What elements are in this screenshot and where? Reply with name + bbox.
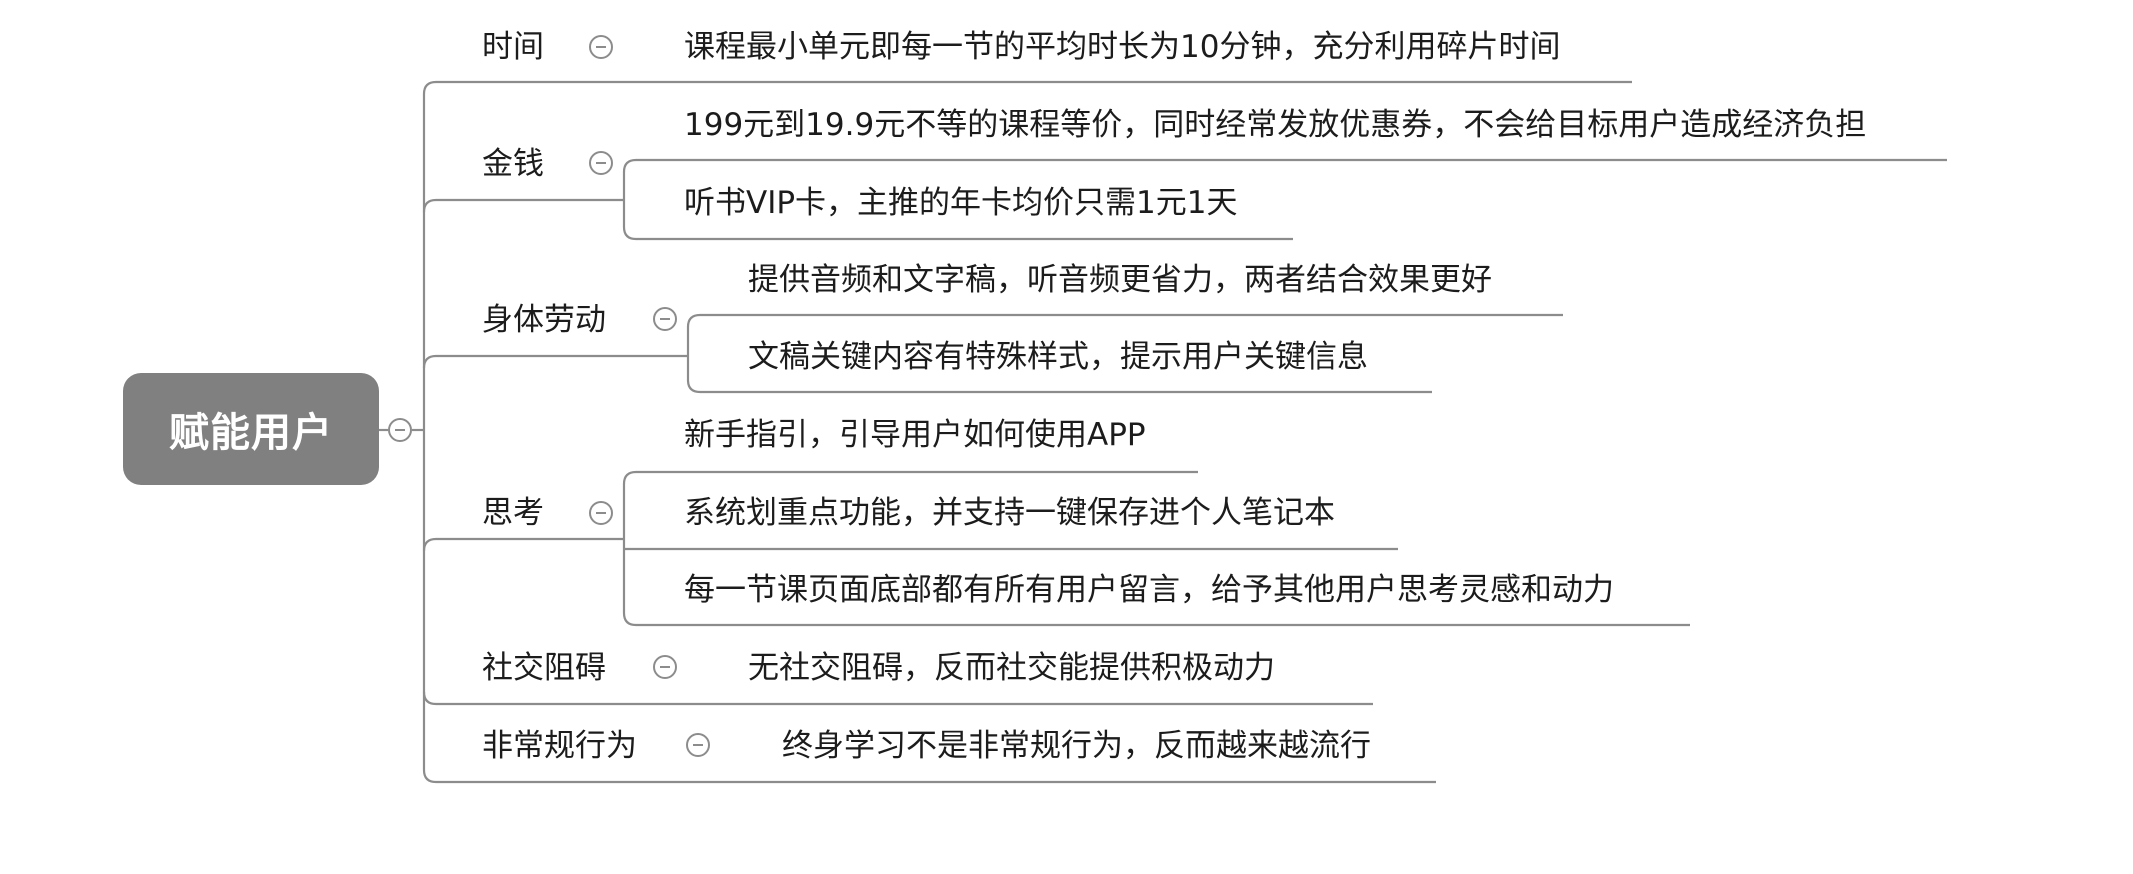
branch-label-thinking[interactable]: 思考 (482, 495, 544, 531)
collapse-minus-icon[interactable] (589, 501, 613, 525)
leaf-label[interactable]: 课程最小单元即每一节的平均时长为10分钟，充分利用碎片时间 (684, 29, 1561, 65)
branch-label-time[interactable]: 时间 (482, 29, 544, 65)
leaf-label[interactable]: 提供音频和文字稿，听音频更省力，两者结合效果更好 (748, 262, 1492, 298)
branch-label-social-barrier[interactable]: 社交阻碍 (482, 650, 606, 686)
leaf-label[interactable]: 每一节课页面底部都有所有用户留言，给予其他用户思考灵感和动力 (684, 572, 1614, 608)
root-node[interactable]: 赋能用户 (123, 373, 379, 485)
leaf-label[interactable]: 文稿关键内容有特殊样式，提示用户关键信息 (748, 339, 1368, 375)
leaf-label[interactable]: 无社交阻碍，反而社交能提供积极动力 (748, 650, 1275, 686)
branch-label-physical-effort[interactable]: 身体劳动 (482, 302, 606, 338)
collapse-minus-icon[interactable] (388, 418, 412, 442)
branch-label-unconventional-behavior[interactable]: 非常规行为 (482, 728, 637, 764)
collapse-minus-icon[interactable] (589, 35, 613, 59)
leaf-label[interactable]: 199元到19.9元不等的课程等价，同时经常发放优惠券，不会给目标用户造成经济负… (684, 107, 1867, 143)
leaf-label[interactable]: 系统划重点功能，并支持一键保存进个人笔记本 (684, 495, 1335, 531)
leaf-label[interactable]: 听书VIP卡，主推的年卡均价只需1元1天 (684, 185, 1238, 221)
collapse-minus-icon[interactable] (686, 733, 710, 757)
root-label: 赋能用户 (169, 410, 333, 456)
collapse-minus-icon[interactable] (653, 307, 677, 331)
branch-label-money[interactable]: 金钱 (482, 146, 544, 182)
collapse-minus-icon[interactable] (653, 655, 677, 679)
collapse-minus-icon[interactable] (589, 151, 613, 175)
leaf-label[interactable]: 新手指引，引导用户如何使用APP (684, 417, 1146, 453)
leaf-label[interactable]: 终身学习不是非常规行为，反而越来越流行 (782, 728, 1371, 764)
